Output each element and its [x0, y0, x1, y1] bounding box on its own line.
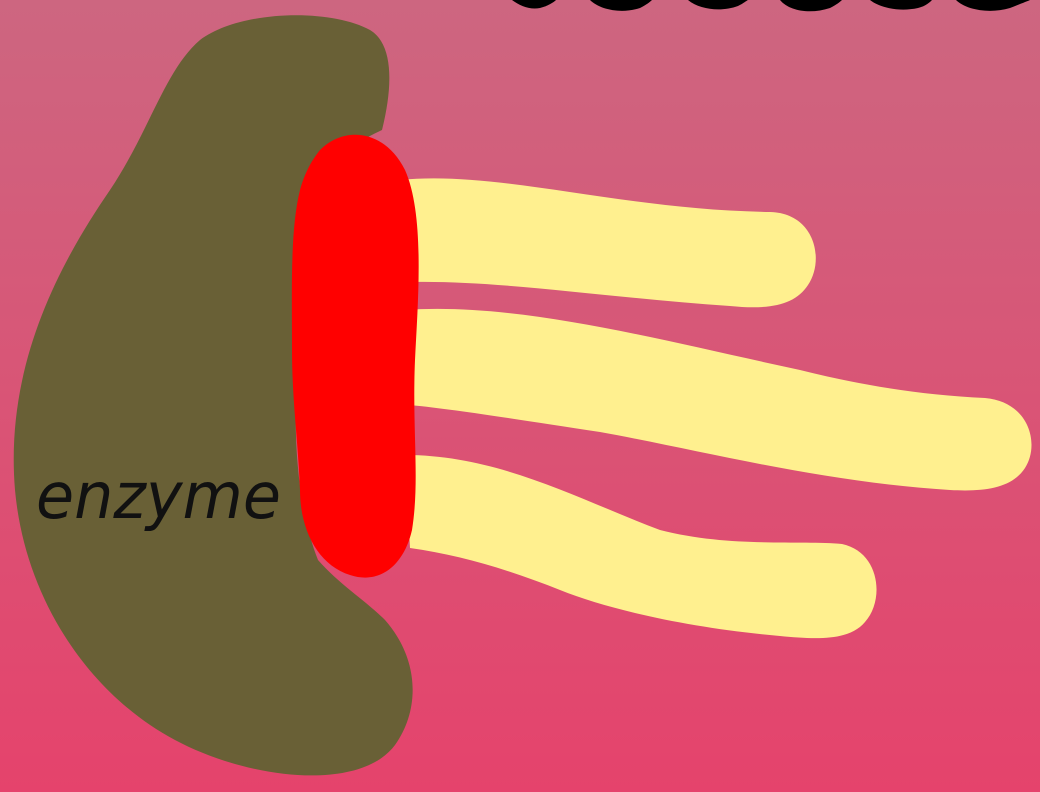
- substrate-head: [292, 135, 419, 578]
- enzyme-label: enzyme: [36, 460, 281, 534]
